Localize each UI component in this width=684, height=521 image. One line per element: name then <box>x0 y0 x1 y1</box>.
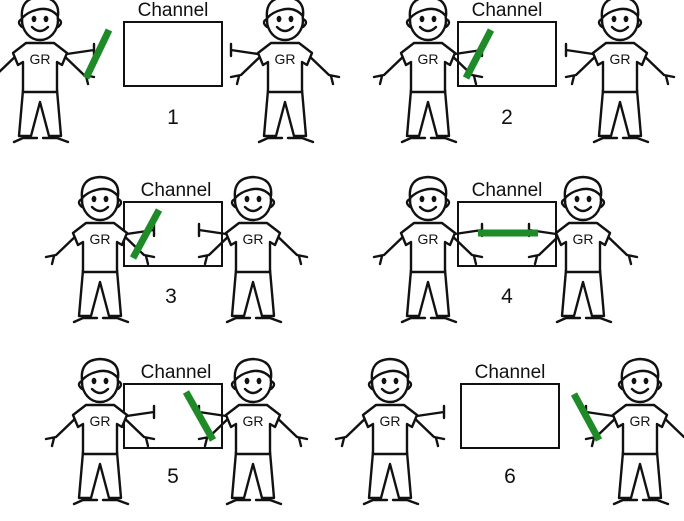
stick <box>82 28 113 80</box>
channel-label: Channel <box>472 180 543 201</box>
stick <box>570 392 603 442</box>
person-label: GR <box>630 413 651 429</box>
person-right: GR <box>197 175 309 324</box>
panel-6: Channel 6 GR GR <box>334 357 684 506</box>
person-left: GR <box>334 357 446 506</box>
person-label: GR <box>90 231 111 247</box>
panel-4: Channel 4 GR GR <box>372 175 639 324</box>
stick <box>182 390 217 442</box>
person-label: GR <box>380 413 401 429</box>
panel-1: Channel 1 GR GR <box>0 0 341 144</box>
panel-number: 1 <box>167 106 179 129</box>
person-label: GR <box>243 413 264 429</box>
channel-label: Channel <box>138 0 209 21</box>
channel-label: Channel <box>141 180 212 201</box>
person-right: GR <box>229 0 341 144</box>
person-right: GR <box>527 175 639 324</box>
stick <box>462 28 495 80</box>
panel-number: 2 <box>501 106 513 129</box>
panel-number: 5 <box>167 465 179 488</box>
person-label: GR <box>610 51 631 67</box>
panel-3: Channel 3 GR GR <box>44 175 309 324</box>
person-left: GR <box>372 175 484 324</box>
channel-box <box>123 21 223 87</box>
person-left: GR <box>44 357 156 506</box>
person-label: GR <box>90 413 111 429</box>
person-label: GR <box>573 231 594 247</box>
person-left: GR <box>372 0 484 144</box>
person-label: GR <box>418 231 439 247</box>
panel-2: Channel 2 GR GR <box>372 0 676 144</box>
channel-box <box>460 383 560 449</box>
person-right: GR <box>584 357 684 506</box>
panel-number: 4 <box>501 285 513 308</box>
person-left: GR <box>0 0 96 144</box>
person-label: GR <box>418 51 439 67</box>
panel-5: Channel 5 GR GR <box>44 357 309 506</box>
channel-label: Channel <box>475 362 546 383</box>
person-label: GR <box>275 51 296 67</box>
person-right: GR <box>564 0 676 144</box>
channel-box <box>457 21 557 87</box>
panel-number: 3 <box>165 285 177 308</box>
channel-label: Channel <box>141 362 212 383</box>
channel-label: Channel <box>472 0 543 21</box>
person-label: GR <box>243 231 264 247</box>
person-label: GR <box>30 51 51 67</box>
stick <box>129 208 163 260</box>
panel-number: 6 <box>504 465 516 488</box>
person-right: GR <box>197 357 309 506</box>
